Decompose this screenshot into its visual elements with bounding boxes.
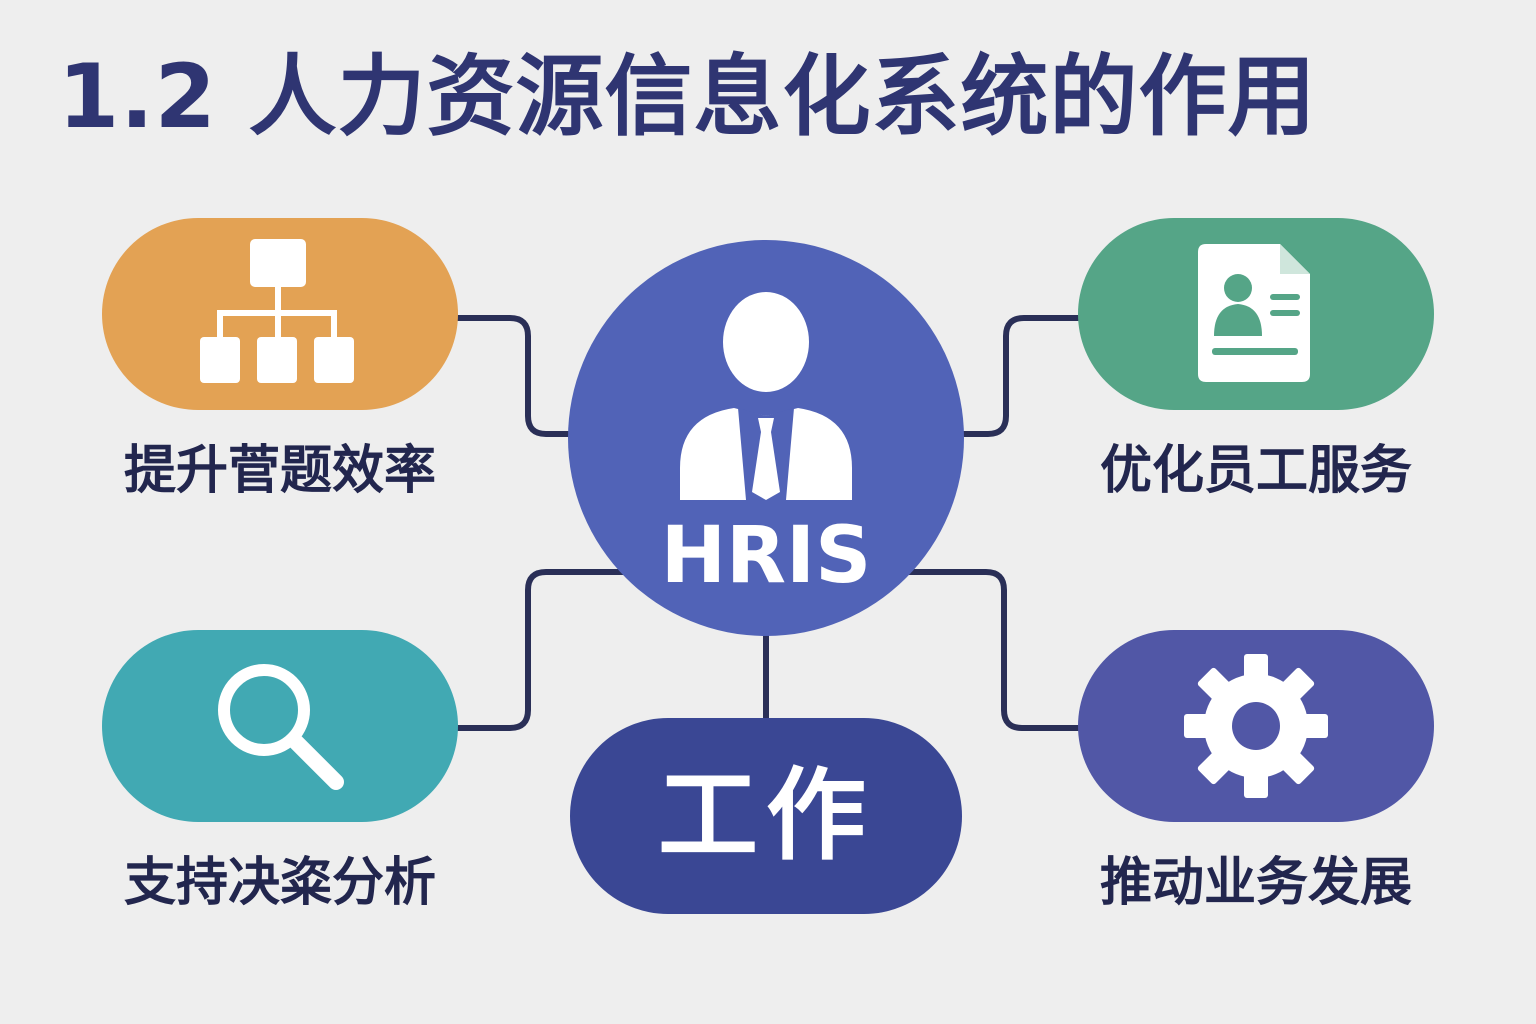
node-label-decision: 支持决粢分析 [123,853,436,913]
node-efficiency [102,218,458,410]
gear-icon [1181,651,1331,801]
org-chart-icon [200,239,360,389]
employee-profile-icon [1198,244,1314,384]
page-title: 1.2 人力资源信息化系统的作用 [58,45,1317,148]
node-label-service: 优化员工服务 [1099,441,1412,501]
connector-service [959,315,1081,437]
node-label-efficiency: 提升菅题效率 [123,441,436,501]
connector-efficiency [455,315,575,437]
hub-label: HRIS [660,511,872,601]
node-label-business: 推动业务发展 [1099,853,1412,913]
node-service [1078,218,1434,410]
search-icon [210,656,350,796]
connector-business [903,569,1081,731]
person-icon [674,292,858,506]
connector-decision [455,569,631,731]
work-label: 工作 [658,757,874,874]
node-decision [102,630,458,822]
hris-hub: HRIS [568,240,964,636]
node-business [1078,630,1434,822]
work-pill: 工作 [570,718,962,914]
